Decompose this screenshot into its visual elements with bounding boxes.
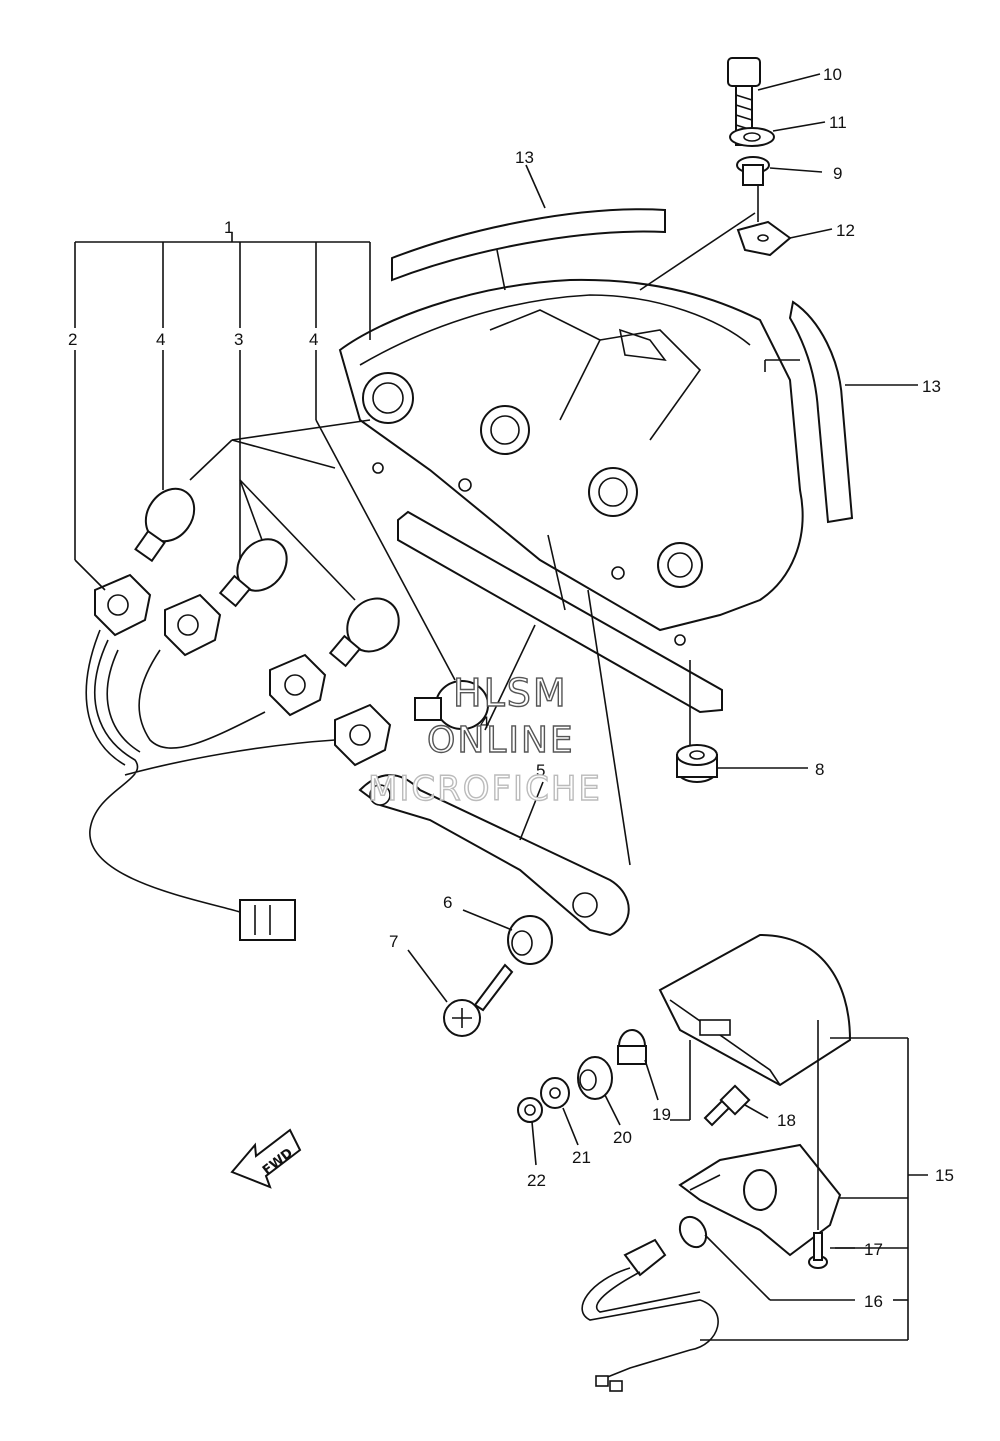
wiring-harness [85, 629, 336, 941]
callout-9: 9 [833, 164, 842, 183]
bulb-4-right [328, 597, 400, 668]
collar-19 [617, 1029, 647, 1065]
callout-10: 10 [823, 65, 842, 84]
harness-connector [239, 899, 296, 941]
callout-11: 11 [829, 113, 847, 132]
callout-19: 19 [652, 1105, 671, 1124]
callout-labels: 1 2 4 3 4 4 13 13 10 11 9 12 8 5 6 7 15 … [68, 65, 954, 1311]
callout-1: 1 [224, 218, 233, 237]
bulb-socket-4a [269, 653, 327, 717]
washer-11 [729, 127, 775, 147]
bulb-socket-4b [334, 703, 392, 767]
watermark-line-1: HLSM [453, 671, 568, 715]
bulb-3 [218, 538, 288, 608]
callout-3: 3 [234, 330, 243, 349]
grommet-20 [577, 1056, 613, 1100]
callout-7: 7 [389, 932, 398, 951]
license-light-housing [678, 1143, 842, 1257]
seal-strip-right [788, 300, 854, 524]
seal-strip-upper [391, 208, 666, 282]
callout-4-lower: 4 [480, 713, 489, 732]
nut-22 [517, 1097, 543, 1123]
watermark-line-2: ONLINE [427, 720, 575, 761]
fwd-arrow-icon: FWD [230, 1128, 302, 1189]
callout-22: 22 [527, 1171, 546, 1190]
nut-12 [736, 220, 792, 257]
callout-8: 8 [815, 760, 824, 779]
callout-20: 20 [613, 1128, 632, 1147]
callout-5: 5 [536, 761, 545, 780]
mounting-bracket [358, 774, 630, 937]
callout-15: 15 [935, 1166, 954, 1185]
screw-17 [808, 1232, 828, 1269]
collar-9 [736, 156, 770, 186]
bulb-4-lower [414, 680, 489, 730]
watermark-line-3: MICROFICHE [368, 769, 602, 809]
license-light-cover [658, 933, 852, 1087]
callout-6: 6 [443, 893, 452, 912]
callout-17: 17 [864, 1240, 883, 1259]
grommet-8 [676, 744, 718, 783]
washer-21 [540, 1077, 570, 1109]
callout-18: 18 [777, 1111, 796, 1130]
bulb-socket-3 [164, 593, 222, 657]
callout-12: 12 [836, 221, 855, 240]
license-bulb-16 [678, 1215, 708, 1249]
callout-13-upper: 13 [515, 148, 534, 167]
callout-21: 21 [572, 1148, 591, 1167]
bulb-socket-2 [94, 573, 152, 637]
callout-16: 16 [864, 1292, 883, 1311]
bolt-18 [703, 1084, 751, 1127]
trim-bar [397, 510, 723, 714]
bulb-4-left [134, 487, 196, 563]
taillight-housing [338, 278, 804, 646]
callout-4-left: 4 [156, 330, 165, 349]
grommet-6 [507, 915, 553, 965]
leader-lines [74, 73, 928, 1341]
callout-2: 2 [68, 330, 77, 349]
screw-7 [443, 963, 514, 1037]
watermark: HLSM ONLINE MICROFICHE [367, 670, 602, 809]
callout-4-right: 4 [309, 330, 318, 349]
callout-13-right: 13 [922, 377, 941, 396]
socket-wire-16 [581, 1238, 719, 1392]
